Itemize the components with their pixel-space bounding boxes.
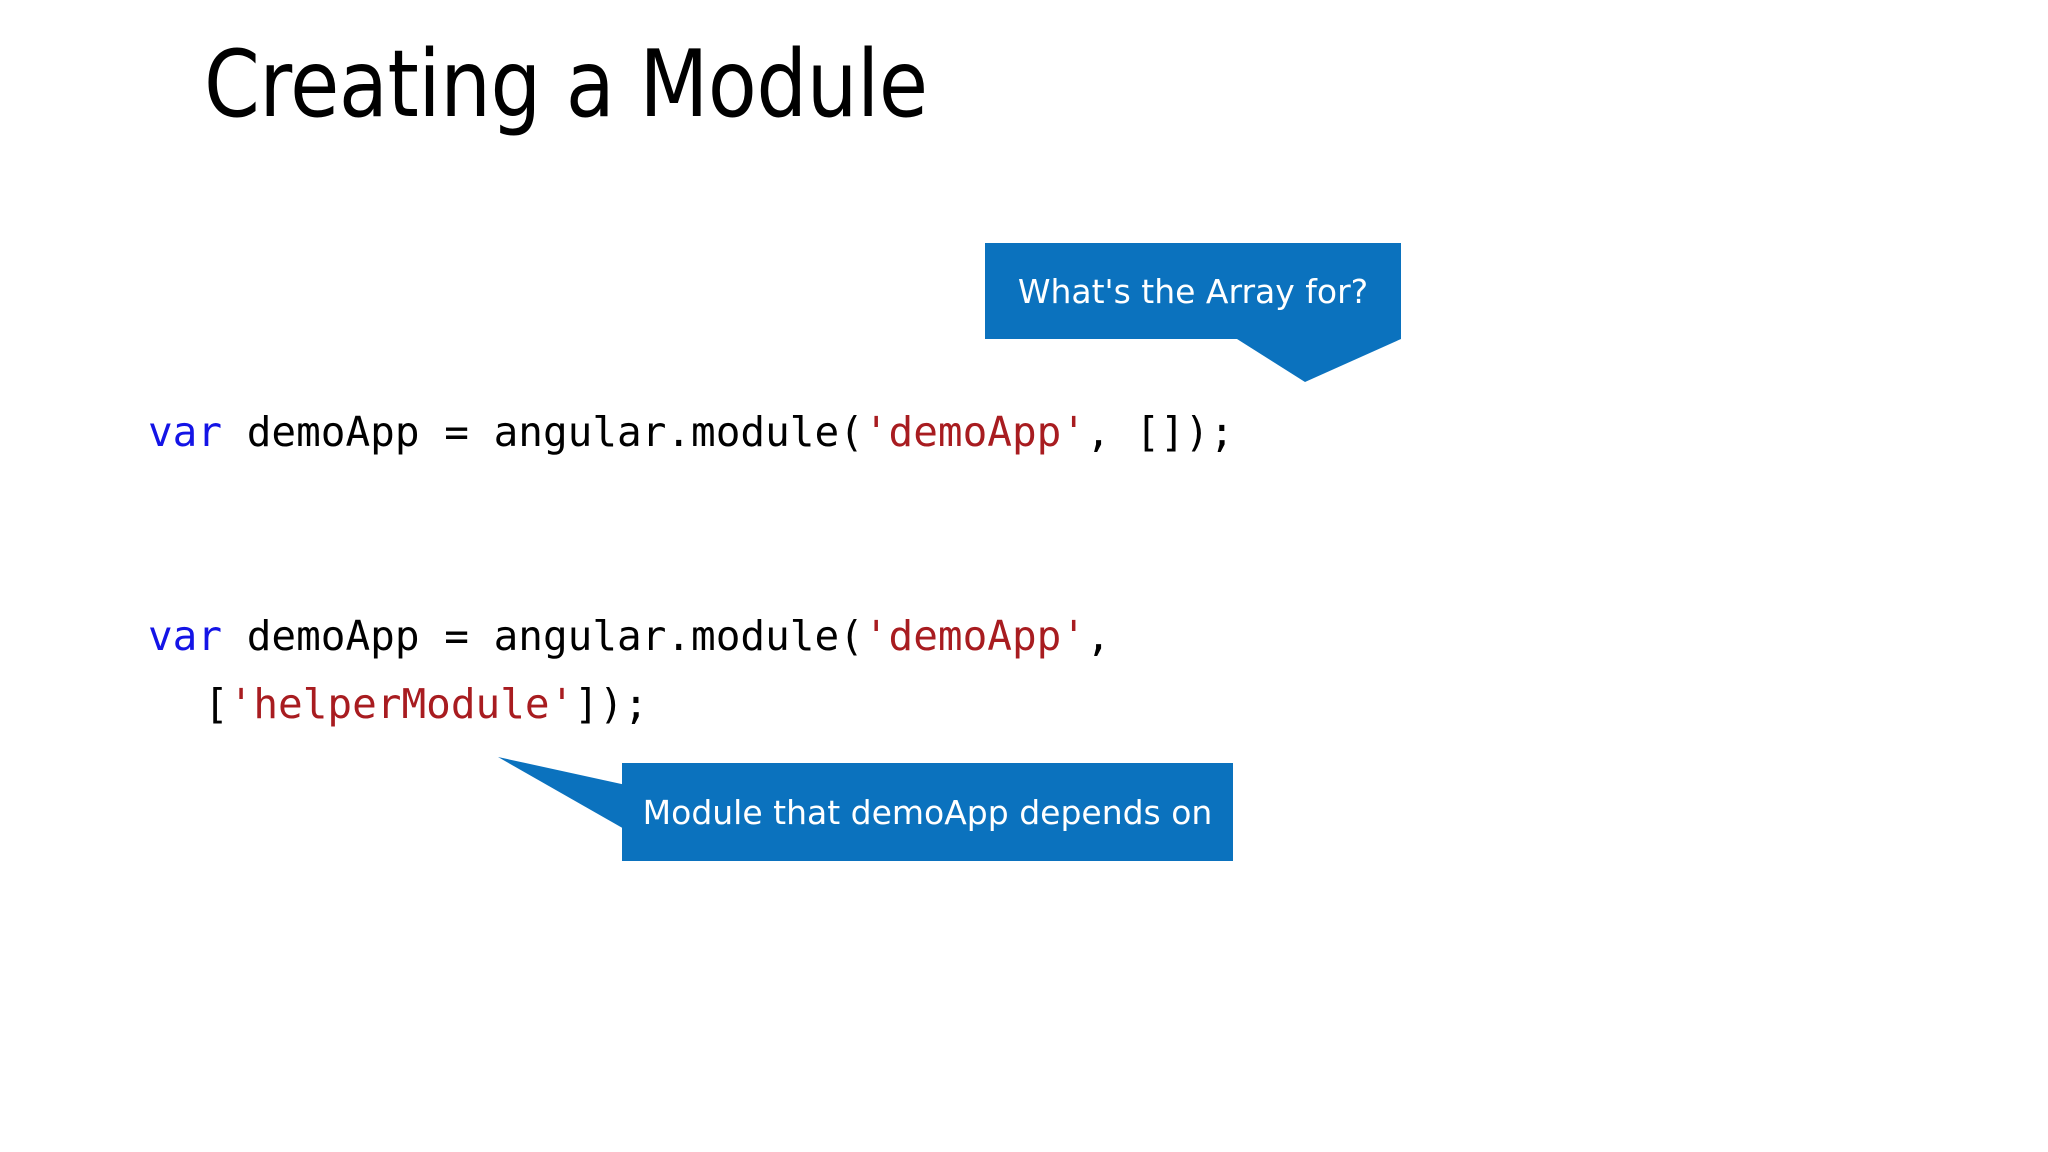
code-token-string: 'demoApp' xyxy=(863,408,1087,456)
code-token-plain: demoApp = angular.module( xyxy=(222,408,864,456)
code-line: var demoApp = angular.module('demoApp', xyxy=(148,602,1111,670)
callout-depends-label: Module that demoApp depends on xyxy=(622,763,1233,861)
code-token-keyword: var xyxy=(148,408,223,456)
code-token-plain: [ xyxy=(204,680,229,728)
code-token-keyword: var xyxy=(148,612,223,660)
code-token-plain: , xyxy=(1086,612,1111,660)
code-token-string: 'demoApp' xyxy=(863,612,1087,660)
code-token-plain: demoApp = angular.module( xyxy=(222,612,864,660)
code-block-simple-module: var demoApp = angular.module('demoApp', … xyxy=(148,398,1234,466)
callout-array-label: What's the Array for? xyxy=(985,243,1401,339)
page-title: Creating a Module xyxy=(204,30,928,138)
code-token-plain: ]); xyxy=(574,680,649,728)
code-line: ['helperModule']); xyxy=(148,670,1111,738)
code-line: var demoApp = angular.module('demoApp', … xyxy=(148,398,1234,466)
code-token-string: 'helperModule' xyxy=(228,680,575,728)
code-token-plain: , []); xyxy=(1086,408,1235,456)
code-block-module-with-dependency: var demoApp = angular.module('demoApp',[… xyxy=(148,602,1111,738)
